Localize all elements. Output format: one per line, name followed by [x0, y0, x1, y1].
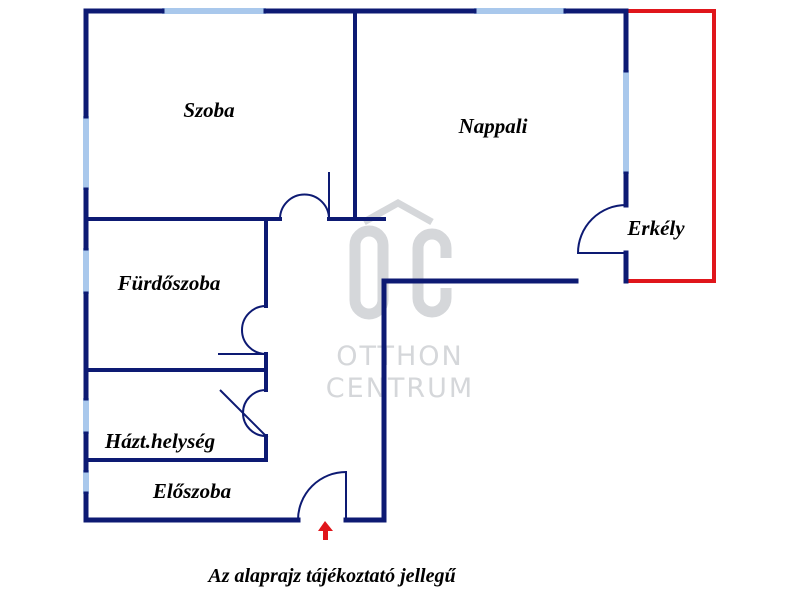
- otthon-centrum-logo: OTTHON CENTRUM: [326, 198, 474, 404]
- logo-letter-o: [349, 225, 389, 320]
- door-erkely: [576, 204, 627, 254]
- window-right-nappali: [623, 70, 629, 174]
- window-left-eloszoba: [83, 470, 89, 494]
- window-left-haztartasi: [83, 398, 89, 434]
- window-left-szoba: [83, 116, 89, 190]
- door-szoba: [279, 193, 330, 220]
- outer-walls: [83, 8, 629, 523]
- room-label-furdoszoba: Fürdőszoba: [117, 271, 221, 295]
- plan-disclaimer: Az alaprajz tájékoztató jellegű: [206, 565, 456, 587]
- watermark-line-2: CENTRUM: [326, 373, 474, 404]
- window-left-furdo: [83, 248, 89, 294]
- logo-roof-icon: [362, 198, 434, 226]
- room-label-haztartasi: Házt.helység: [104, 429, 215, 453]
- door-entrance: [297, 470, 347, 521]
- room-label-nappali: Nappali: [458, 114, 528, 138]
- door-furdoszoba: [218, 305, 267, 355]
- logo-letter-c: [412, 228, 452, 318]
- interior-walls: [86, 11, 386, 462]
- windows: [83, 8, 629, 494]
- doors: [218, 172, 627, 521]
- room-label-szoba: Szoba: [183, 98, 234, 122]
- balcony-outline: [627, 9, 716, 283]
- window-top-szoba: [162, 8, 266, 14]
- room-label-erkely: Erkély: [626, 216, 685, 240]
- watermark-line-1: OTTHON: [336, 341, 464, 372]
- room-label-eloszoba: Előszoba: [152, 479, 231, 503]
- window-top-nappali: [474, 8, 566, 14]
- entrance-arrow-icon: [318, 521, 333, 540]
- door-haztartasi: [219, 389, 269, 438]
